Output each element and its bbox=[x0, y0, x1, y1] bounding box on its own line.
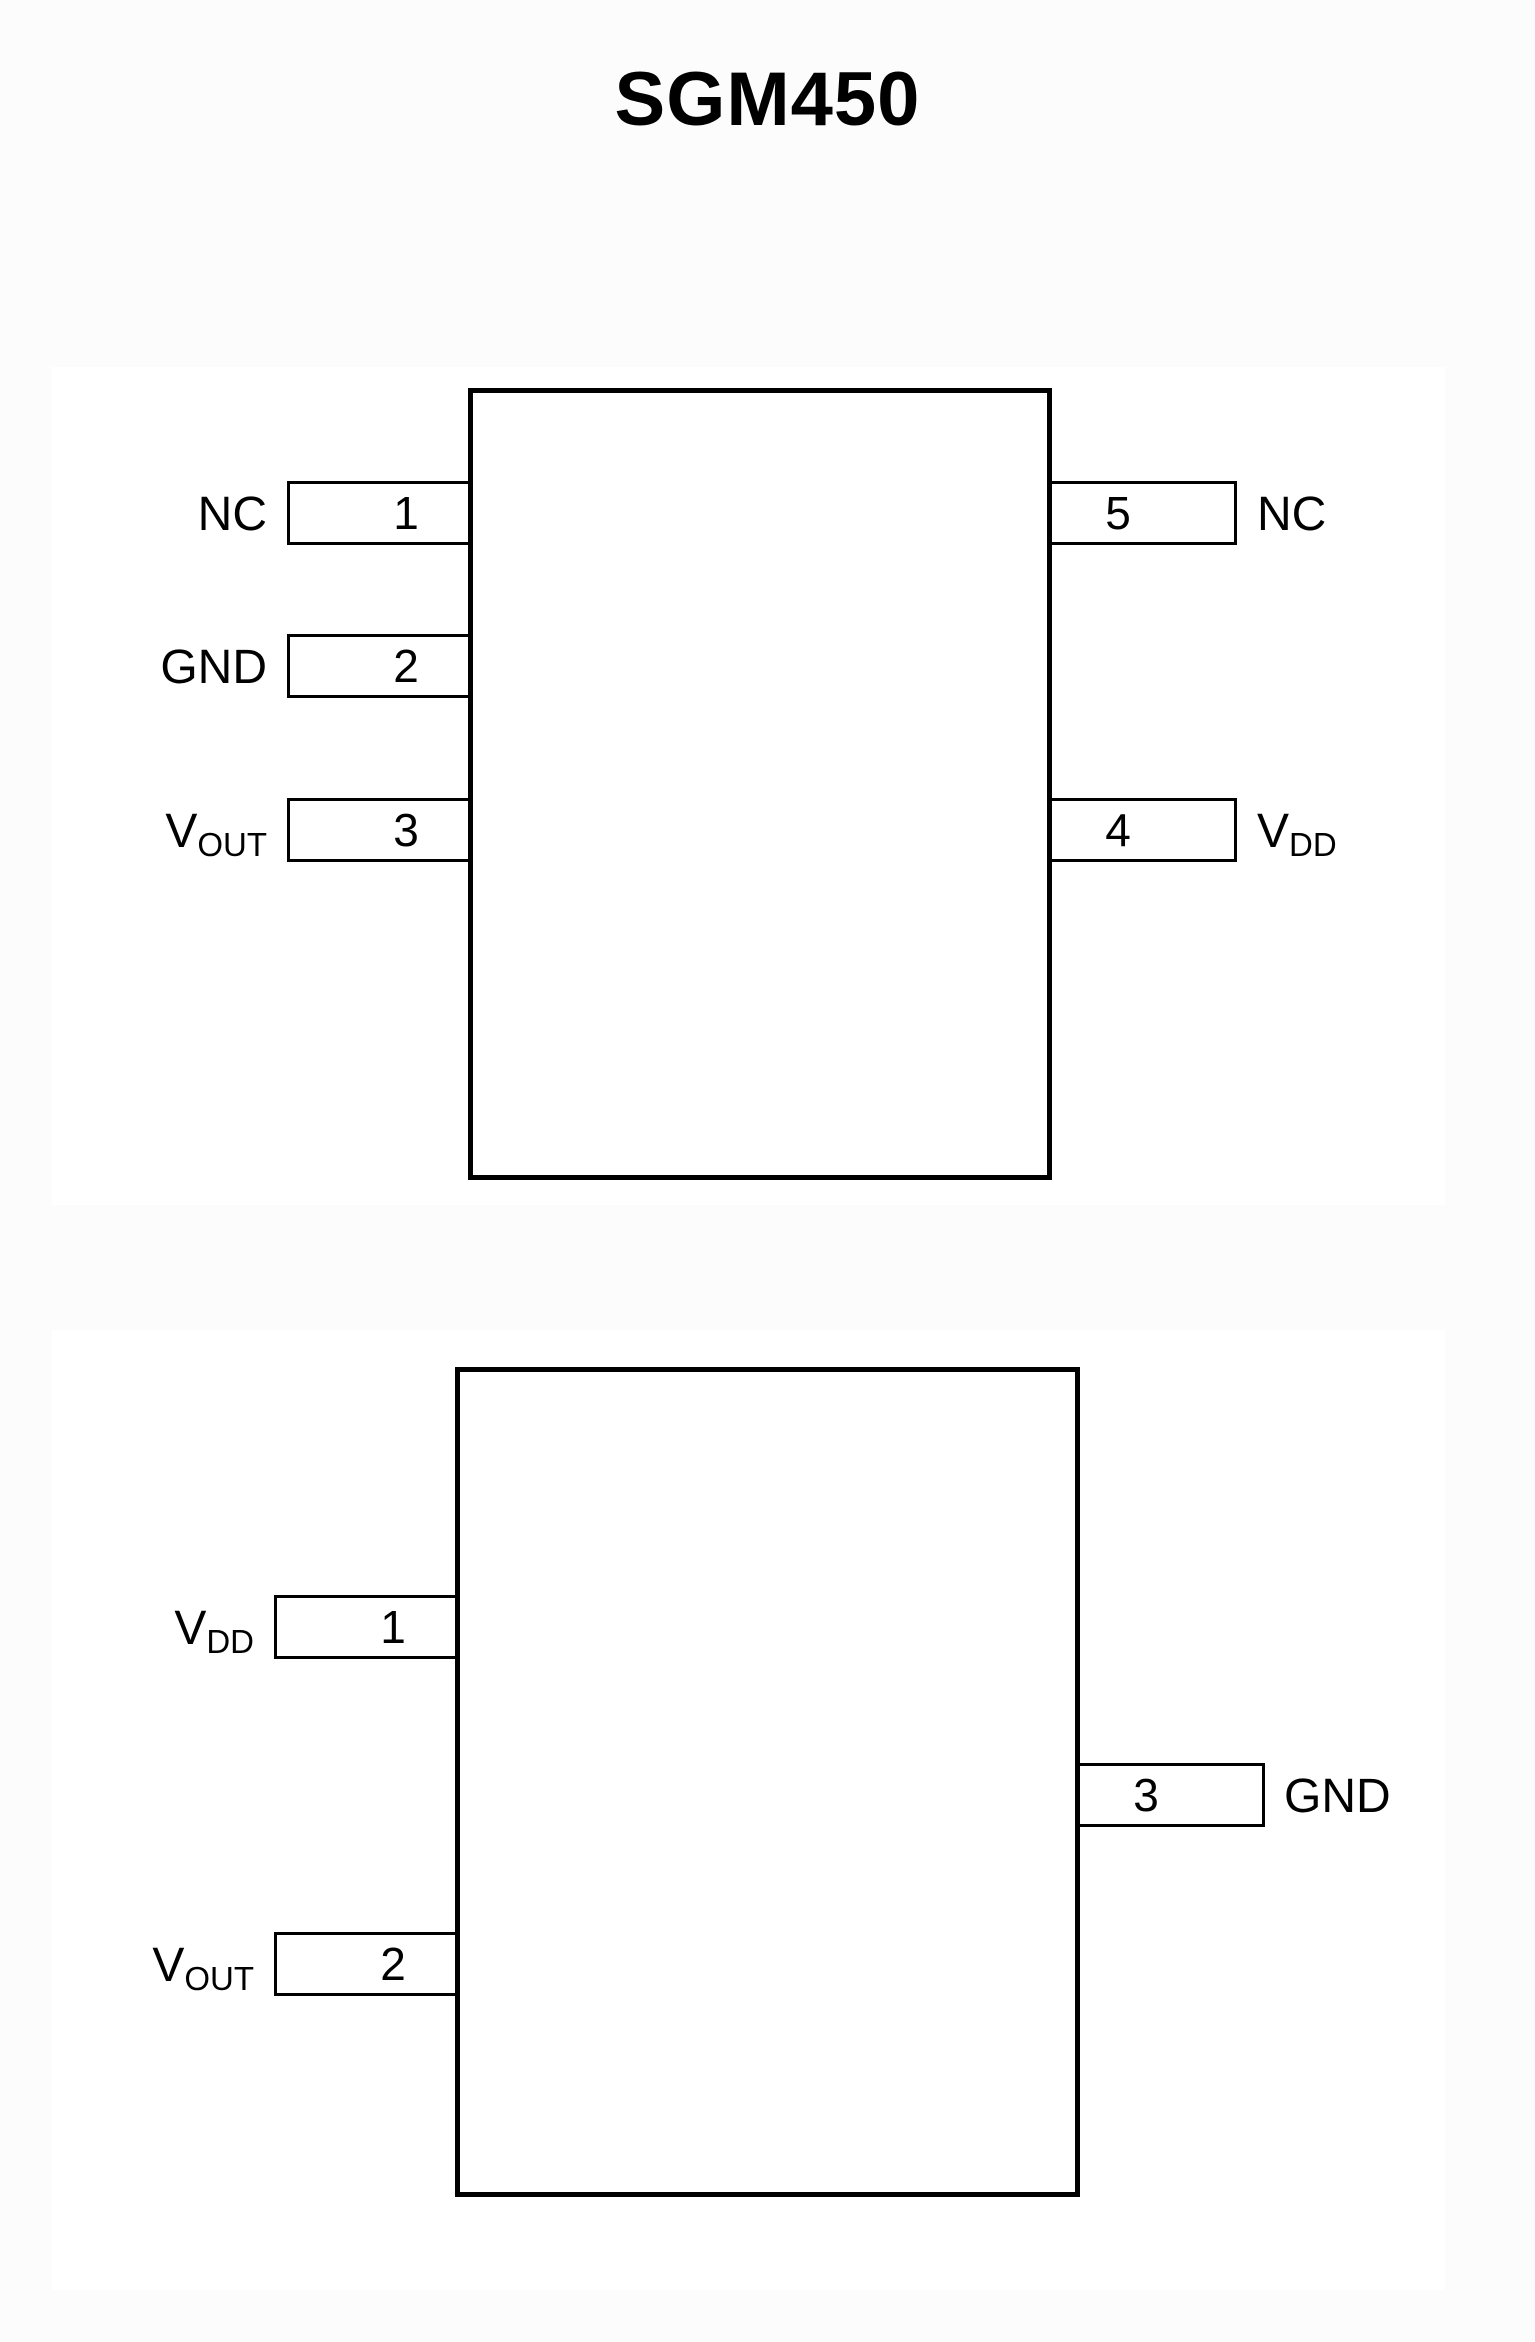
page-title: SGM450 bbox=[614, 57, 921, 142]
pin-number-3pin-1: 1 bbox=[380, 1601, 406, 1653]
pin-box-5pin-4[interactable]: 4 bbox=[1047, 798, 1237, 862]
pin-box-3pin-2[interactable]: 2 bbox=[274, 1932, 464, 1996]
pin-label-text-5pin-3: V bbox=[165, 805, 198, 858]
pin-label-5pin-3: VOUT bbox=[52, 805, 267, 862]
package-diagram-5pin-panel: 1 NC 2 GND 3 VOUT 5 NC 4 VDD bbox=[52, 367, 1445, 1205]
pin-label-3pin-2: VOUT bbox=[52, 1939, 254, 1996]
pin-label-text-3pin-1: V bbox=[174, 1602, 207, 1655]
pin-number-5pin-4: 4 bbox=[1105, 804, 1131, 856]
pin-label-3pin-3: GND bbox=[1284, 1773, 1494, 1821]
pin-number-5pin-1: 1 bbox=[393, 487, 419, 539]
pin-label-5pin-5: NC bbox=[1257, 491, 1467, 539]
package-diagram-3pin-panel: 1 VDD 2 VOUT 3 GND bbox=[52, 1330, 1445, 2290]
pin-label-sub-5pin-3: OUT bbox=[197, 826, 267, 863]
pin-box-3pin-1[interactable]: 1 bbox=[274, 1595, 464, 1659]
pin-number-5pin-3: 3 bbox=[393, 804, 419, 856]
pin-number-5pin-5: 5 bbox=[1105, 487, 1131, 539]
pin-label-3pin-1: VDD bbox=[52, 1602, 254, 1659]
pin-number-5pin-2: 2 bbox=[393, 640, 419, 692]
pin-box-5pin-1[interactable]: 1 bbox=[287, 481, 477, 545]
pin-box-5pin-5[interactable]: 5 bbox=[1047, 481, 1237, 545]
pin-label-5pin-1: NC bbox=[52, 491, 267, 539]
pin-label-text-5pin-5: NC bbox=[1257, 488, 1327, 541]
pin-label-sub-5pin-4: DD bbox=[1289, 826, 1337, 863]
pin-box-3pin-3[interactable]: 3 bbox=[1075, 1763, 1265, 1827]
pin-label-sub-3pin-2: OUT bbox=[184, 1960, 254, 1997]
pin-box-5pin-2[interactable]: 2 bbox=[287, 634, 477, 698]
pin-number-3pin-2: 2 bbox=[380, 1938, 406, 1990]
pin-box-5pin-3[interactable]: 3 bbox=[287, 798, 477, 862]
pin-label-5pin-2: GND bbox=[52, 644, 267, 692]
pin-label-text-5pin-1: NC bbox=[197, 488, 267, 541]
pin-label-text-3pin-3: GND bbox=[1284, 1770, 1391, 1823]
pin-number-3pin-3: 3 bbox=[1133, 1769, 1159, 1821]
pin-label-text-3pin-2: V bbox=[152, 1939, 185, 1992]
pin-label-5pin-4: VDD bbox=[1257, 805, 1467, 862]
pin-label-text-5pin-2: GND bbox=[160, 641, 267, 694]
pin-label-text-5pin-4: V bbox=[1257, 805, 1290, 858]
package-body-5pin bbox=[468, 388, 1052, 1180]
package-body-3pin bbox=[455, 1367, 1080, 2197]
pin-label-sub-3pin-1: DD bbox=[206, 1623, 254, 1660]
